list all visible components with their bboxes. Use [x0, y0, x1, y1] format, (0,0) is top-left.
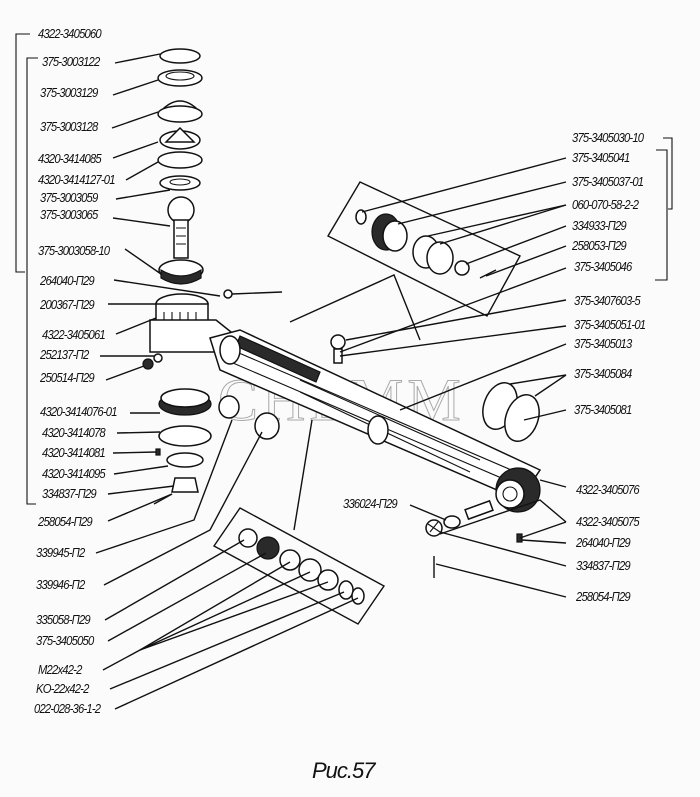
bracket-inner-right [655, 149, 668, 281]
nut-335058 [238, 528, 258, 548]
part-label: 375-3405051-01 [574, 318, 646, 332]
gasket [158, 425, 212, 447]
part-label: 4320-3414076-01 [40, 405, 117, 419]
part-label: 258053-П29 [572, 239, 627, 253]
bolt-head [223, 289, 233, 299]
part-label: 250514-П29 [40, 371, 95, 385]
part-label: 375-3003065 [40, 208, 98, 222]
nut-334933 [454, 260, 470, 276]
part-label: 022-028-36-1-2 [34, 702, 101, 716]
part-label: 264040-П29 [576, 536, 631, 550]
part-label: 334933-П29 [572, 219, 627, 233]
pin-258053 [479, 269, 497, 279]
part-label: 252137-П2 [40, 348, 89, 362]
part-label: 375-3405041 [572, 151, 630, 165]
bracket-inner-left [26, 57, 38, 505]
part-label: 258054-П29 [38, 515, 93, 529]
part-label: 4320-3414095 [42, 467, 106, 481]
part-label: 4322-3405061 [42, 328, 106, 342]
part-label: 375-3405050 [36, 634, 94, 648]
part-label: 375-3003129 [40, 86, 98, 100]
part-label: 258054-П29 [576, 590, 631, 604]
part-label: 200367-П29 [40, 298, 95, 312]
upper-right-inset [327, 181, 521, 317]
part-label: 4320-3414085 [38, 152, 102, 166]
part-label: 375-3003128 [40, 120, 98, 134]
part-label: 375-3405030-10 [572, 131, 644, 145]
lower-left-inset [212, 507, 386, 625]
part-label: 335058-П29 [36, 613, 91, 627]
part-label: 4322-3405076 [576, 483, 640, 497]
part-label: 060-070-58-2-2 [572, 198, 639, 212]
o-ring-022-028 [351, 587, 365, 605]
leader-lines [95, 53, 359, 710]
part-label: 334837-П29 [576, 559, 631, 573]
part-label: 4320-3414127-01 [38, 173, 115, 187]
part-label: 375-3003122 [42, 55, 100, 69]
part-label: 375-3003058-10 [38, 244, 110, 258]
washer-336024 [443, 515, 461, 529]
leader-lines-right [289, 157, 567, 598]
bearing-M22x42 [298, 558, 322, 582]
part-label: 4320-3414078 [42, 426, 106, 440]
small-ring [355, 209, 367, 225]
nut-252137 [153, 353, 163, 363]
part-label: 4320-3414081 [42, 446, 106, 460]
part-label: 375-3003059 [40, 191, 98, 205]
shaft-end [464, 499, 494, 521]
part-label: 375-3405081 [574, 403, 632, 417]
part-label: 375-3405013 [574, 337, 632, 351]
ball-pin [167, 196, 195, 224]
nut-250514 [142, 358, 154, 370]
part-label: 375-3405037-01 [572, 175, 644, 189]
part-label: M22x42-2 [38, 663, 82, 677]
valve-375-3407603 [330, 334, 346, 350]
ring-KO-22x42 [317, 569, 339, 591]
ring-339946 [254, 412, 280, 440]
thrust-washer [159, 175, 201, 191]
bracket-375-3405030-10 [663, 137, 673, 210]
plug [155, 448, 161, 456]
o-ring [157, 151, 203, 169]
part-label: 4322-3405060 [38, 27, 102, 41]
part-label: 375-3405046 [574, 260, 632, 274]
seal-4320-3414095 [166, 452, 204, 468]
snap-ring [159, 48, 201, 64]
part-label: KO-22x42-2 [36, 682, 89, 696]
part-label: 375-3405084 [574, 367, 632, 381]
bracket-4322-3405060 [15, 33, 30, 273]
castle-nut [171, 477, 199, 493]
piston-gear [367, 415, 389, 445]
gear-375-3405050 [256, 536, 280, 560]
upper-stack-parts [142, 48, 283, 505]
part-label: 334837-П29 [42, 487, 97, 501]
part-label: 375-3407603-5 [574, 294, 641, 308]
part-label: 336024-П29 [343, 497, 398, 511]
part-label: 339945-П2 [36, 546, 85, 560]
ball-pin-shank [173, 219, 189, 259]
figure-caption: Рис.57 [312, 758, 375, 783]
part-label: 4322-3405075 [576, 515, 640, 529]
steering-housing [209, 329, 542, 578]
part-label: 339946-П2 [36, 578, 85, 592]
part-label: 264040-П29 [40, 274, 95, 288]
ring-339945 [218, 395, 240, 419]
